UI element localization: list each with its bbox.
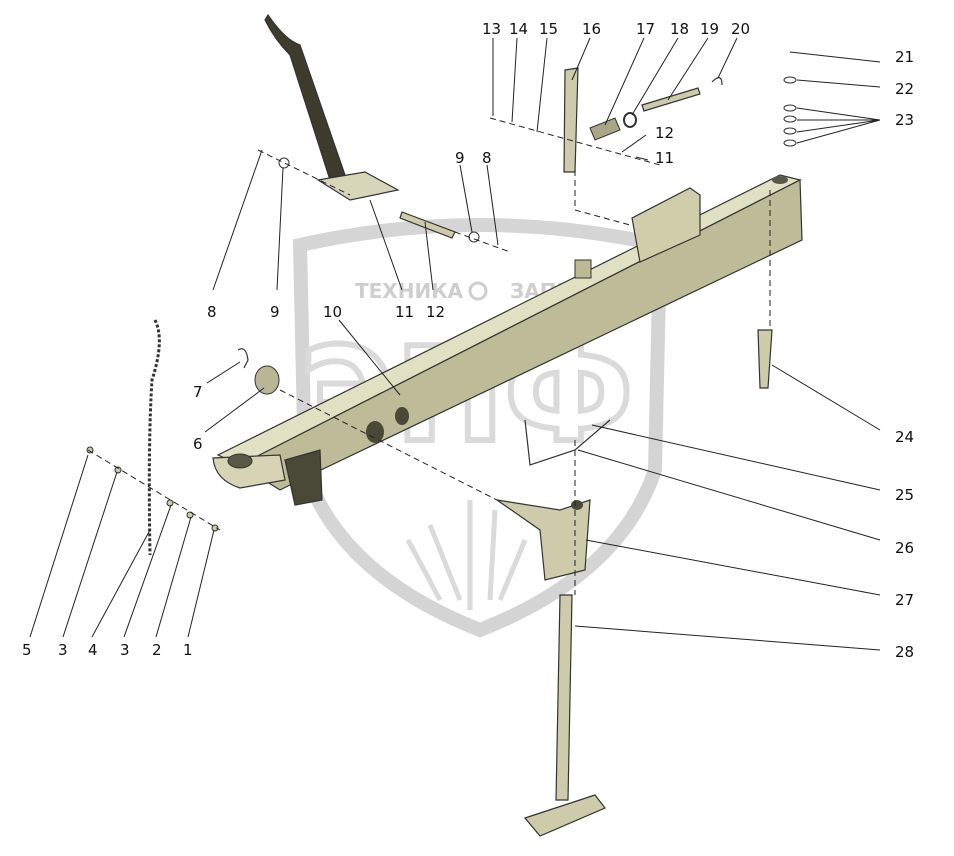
support-28-foot: [523, 794, 606, 837]
callout-18: 18: [670, 20, 689, 38]
callout-9-left: 9: [270, 303, 280, 321]
beam-side-face: [238, 179, 803, 491]
watermark-shield: [292, 218, 668, 638]
beam-bottom-bracket: [284, 449, 323, 506]
callout-12-lower: 12: [426, 303, 445, 321]
beam-end-hole: [227, 453, 253, 469]
callout-5: 5: [22, 641, 32, 659]
callout-6: 6: [193, 435, 203, 453]
callout-11-upper: 11: [655, 149, 674, 167]
callout-labels: 1 2 3 3 4 5 6 7 8 8 9 9 10 11 11 12 12 1…: [22, 20, 914, 661]
callout-7: 7: [193, 383, 203, 401]
beam-rear-hole: [772, 176, 788, 184]
cotter-20: [711, 77, 723, 86]
leader-lines: [29, 37, 881, 651]
hitch-27-hole: [571, 500, 583, 510]
lever-rod: [264, 13, 346, 181]
callout-22: 22: [895, 80, 914, 98]
callout-15: 15: [539, 20, 558, 38]
pin-12-upper: [399, 211, 456, 239]
drawbar-beam: [212, 174, 803, 506]
callout-16: 16: [582, 20, 601, 38]
callout-1: 1: [183, 641, 193, 659]
gear-icon: [468, 281, 488, 301]
watermark-text-left: ТЕХНИКА: [355, 279, 464, 303]
chain-4: [147, 319, 161, 556]
callout-24: 24: [895, 428, 914, 446]
callout-12-upper: 12: [655, 124, 674, 142]
callout-8-left: 8: [207, 303, 217, 321]
callout-9-right: 9: [455, 149, 465, 167]
callout-26: 26: [895, 539, 914, 557]
callout-23: 23: [895, 111, 914, 129]
callout-25: 25: [895, 486, 914, 504]
spring-17: [589, 117, 621, 141]
lever-plate: [316, 171, 400, 201]
beam-stop-block: [574, 259, 592, 279]
callout-28: 28: [895, 643, 914, 661]
callout-10: 10: [323, 303, 342, 321]
callout-8-right: 8: [482, 149, 492, 167]
shims-22-23: [783, 76, 797, 147]
callout-17: 17: [636, 20, 655, 38]
watermark-wheat: [405, 500, 528, 610]
pin-24: [757, 329, 773, 389]
chain-small-parts: [86, 446, 219, 532]
callout-4: 4: [88, 641, 98, 659]
beam-pin-hole-1: [366, 421, 384, 443]
beam-pin-hole-2: [395, 407, 409, 425]
small-parts: [86, 67, 797, 837]
washer-9-left: [278, 157, 290, 169]
lever-handle: [264, 13, 400, 201]
callout-2: 2: [152, 641, 162, 659]
callout-14: 14: [509, 20, 528, 38]
callout-13: 13: [482, 20, 501, 38]
ring-6: [254, 365, 280, 395]
hitch-27: [496, 499, 591, 581]
callout-20: 20: [731, 20, 750, 38]
pin-19: [641, 87, 701, 112]
callout-19: 19: [700, 20, 719, 38]
callout-3-left: 3: [58, 641, 68, 659]
beam-top-bracket: [631, 187, 701, 263]
washer-18: [623, 112, 637, 128]
callout-27: 27: [895, 591, 914, 609]
assembly-lines: [87, 117, 771, 595]
lever-pin-25: [524, 419, 611, 466]
cotter-7: [237, 348, 249, 369]
callout-11-lower: 11: [395, 303, 414, 321]
support-28-rod: [555, 594, 573, 801]
callout-21: 21: [895, 48, 914, 66]
rod-16: [563, 67, 579, 173]
callout-3-right: 3: [120, 641, 130, 659]
